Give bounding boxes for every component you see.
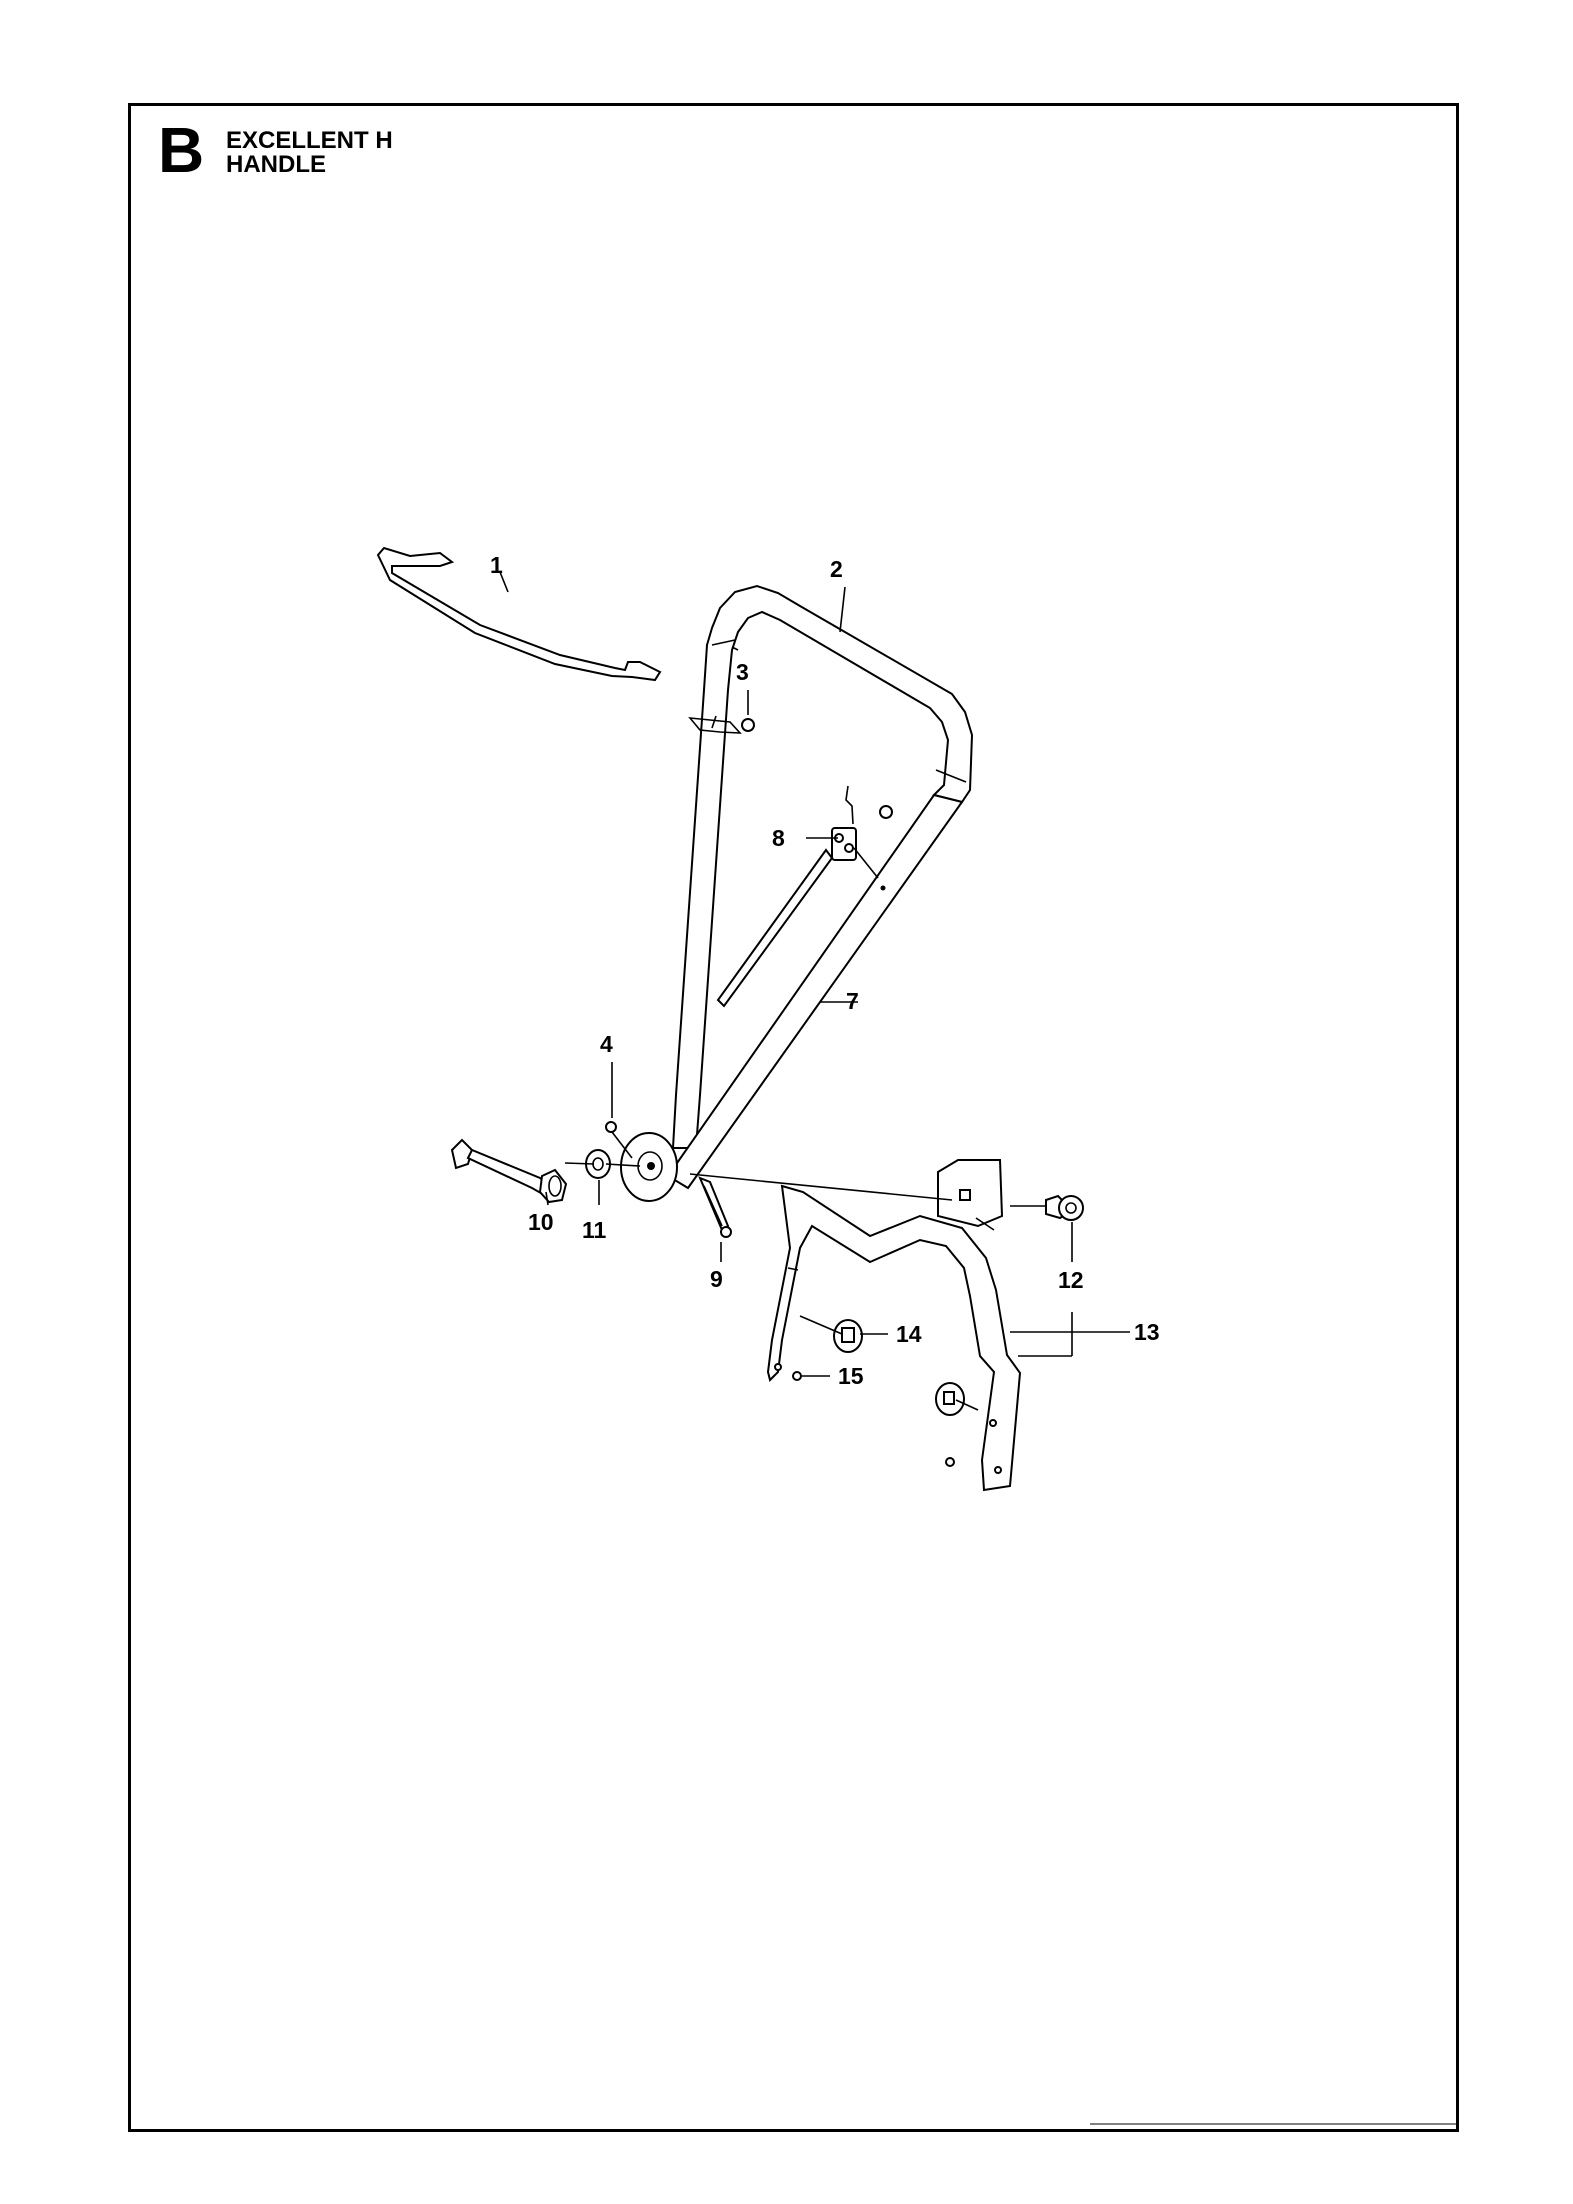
callout-1: 1 [490, 552, 503, 578]
page-frame [128, 103, 1459, 2132]
part-8-control-lever [716, 785, 857, 1008]
part-1-control-bail [376, 546, 662, 682]
callout-8: 8 [772, 825, 785, 851]
callout-4: 4 [600, 1031, 613, 1057]
callout-10: 10 [528, 1209, 554, 1235]
callout-13: 13 [1134, 1319, 1160, 1345]
section-letter: B [158, 114, 205, 186]
callout-7: 7 [846, 988, 859, 1014]
part-10-knob [450, 1138, 568, 1204]
part-2-upper-handle [671, 584, 974, 1149]
callout-9: 9 [710, 1266, 723, 1292]
callout-12: 12 [1058, 1267, 1084, 1293]
handle-pivot-disc [620, 1132, 678, 1202]
part-15-nut [792, 1371, 955, 1467]
callout-labels: 1 2 3 4 7 8 9 10 11 12 13 14 15 [490, 552, 1160, 1389]
callout-11: 11 [582, 1217, 607, 1243]
part-14-washer-nut [833, 1319, 965, 1416]
callout-15: 15 [838, 1363, 864, 1389]
part-13-lower-frame [766, 1159, 1022, 1492]
part-4-nut [605, 1121, 617, 1133]
model-title: EXCELLENT H [226, 127, 393, 154]
leader-lines [499, 571, 1130, 1411]
callout-3: 3 [736, 659, 749, 685]
part-7-lower-handle [666, 793, 964, 1190]
group-title: HANDLE [226, 151, 326, 178]
callout-14: 14 [896, 1321, 922, 1347]
callout-2: 2 [830, 556, 843, 582]
part-9-bolt [698, 1176, 732, 1238]
part-12-bolt [1045, 1194, 1084, 1221]
part-3-nut [688, 715, 755, 734]
